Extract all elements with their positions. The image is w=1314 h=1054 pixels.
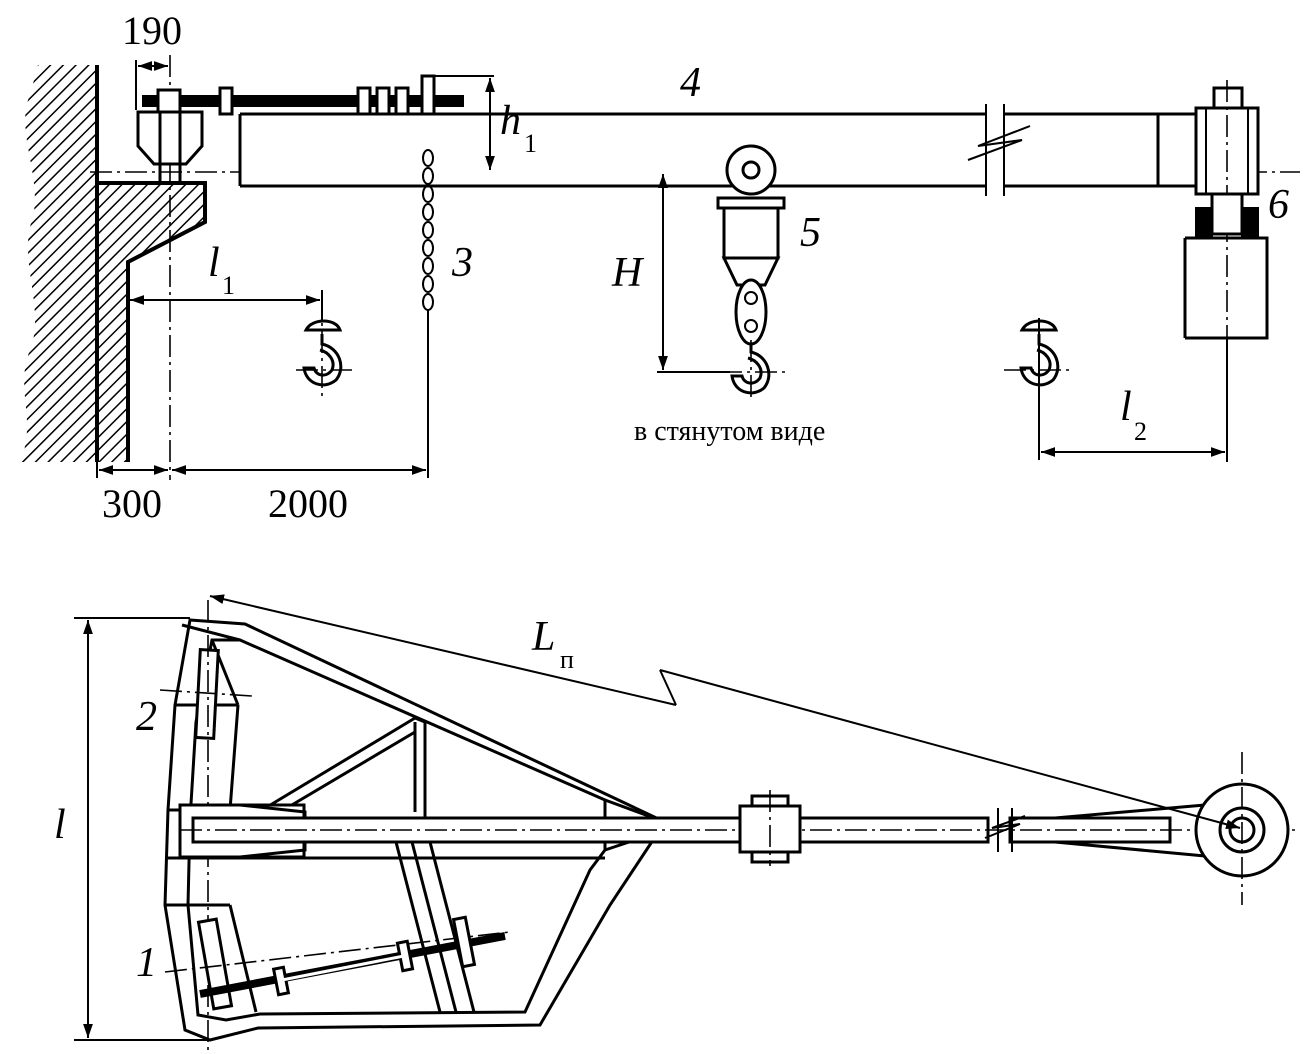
- label-hoist-5: 5: [800, 210, 821, 256]
- electric-hoist: [716, 144, 790, 402]
- pivot-plan: [1054, 752, 1290, 905]
- wall-console: [97, 181, 207, 462]
- label-H: H: [611, 250, 645, 296]
- dimension-lines-top: [96, 60, 1228, 478]
- label-chain-3: 3: [451, 240, 473, 286]
- labels: 190 300 2000 4 5 6 3 h 1 H l 1 l 2 в стя…: [54, 8, 1289, 986]
- label-l1-sub: 1: [222, 271, 235, 300]
- dim-2000: 2000: [268, 481, 348, 526]
- label-h-sub: 1: [524, 129, 537, 158]
- plan-view: [74, 594, 1295, 1050]
- end-carriage: [1183, 80, 1269, 345]
- width-dimension: [74, 617, 212, 1041]
- label-l1: l: [208, 240, 220, 286]
- label-h: h: [500, 98, 521, 144]
- hook-right-position: [1004, 318, 1074, 460]
- wall: [20, 65, 99, 462]
- label-wheel-1: 1: [136, 940, 157, 986]
- caption-retracted: в стянутом виде: [634, 416, 825, 447]
- side-elevation: [20, 55, 1300, 480]
- label-l: l: [54, 802, 66, 848]
- label-l2-sub: 2: [1134, 417, 1147, 446]
- jib-arm: [178, 803, 1295, 859]
- label-L-sub: п: [560, 645, 574, 674]
- hand-chain: [422, 149, 434, 478]
- dim-190: 190: [122, 8, 182, 53]
- bracing: [168, 716, 605, 1013]
- dim-300: 300: [102, 481, 162, 526]
- label-wheel-6: 6: [1268, 182, 1289, 228]
- hook-left-position: [296, 296, 352, 396]
- travel-drive-shaft: [199, 915, 506, 998]
- trolley-plan: [738, 790, 802, 866]
- label-wheel-2: 2: [136, 694, 157, 740]
- label-beam-4: 4: [680, 60, 701, 106]
- span-dimension: [209, 594, 1241, 830]
- label-L: L: [531, 614, 555, 660]
- label-l2: l: [1120, 384, 1132, 430]
